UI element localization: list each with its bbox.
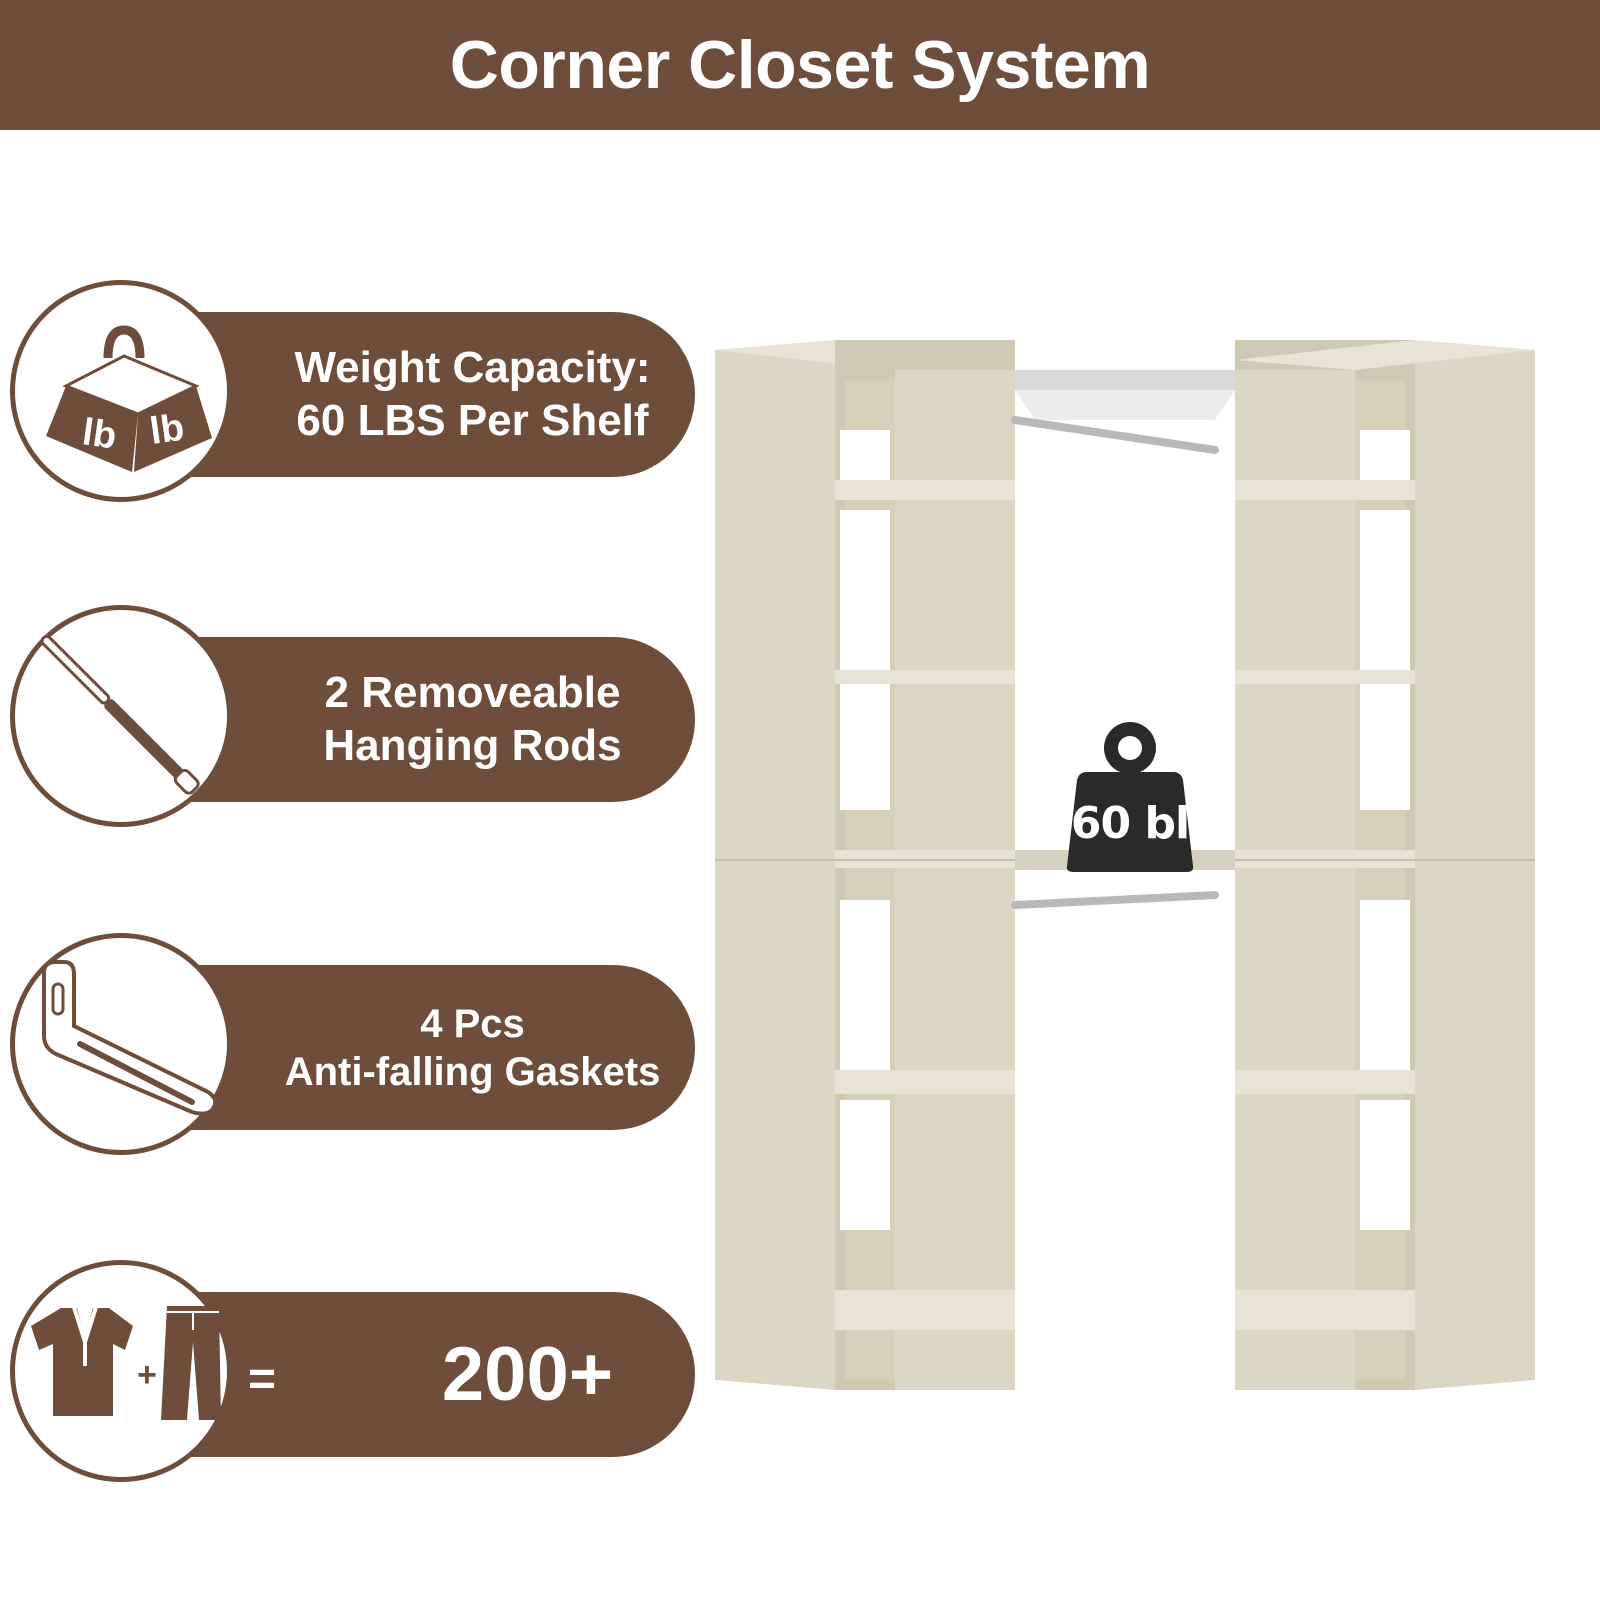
shirt-plus-pants-icon: + [31,1303,221,1420]
weight-badge: 60 bl [1065,720,1195,875]
lower-hanging-rod [1011,891,1219,909]
svg-text:+: + [137,1356,157,1394]
feature-icon-circle: + [10,1260,232,1482]
feature-pill: 200+ [130,1292,695,1457]
shirt-icon [31,1303,133,1416]
title-banner: Corner Closet System [0,0,1600,130]
svg-text:lb: lb [147,407,186,453]
feature-icon-circle [10,605,232,827]
right-tower [1235,340,1535,1390]
hanging-rod-icon [40,634,200,795]
feature-clothes-capacity: + = 200+ [10,1260,695,1490]
feature-weight-capacity: lb lb Weight Capacity: 60 LBS Per Shelf [10,280,695,510]
left-tower [715,340,1015,1390]
svg-text:lb: lb [80,411,119,457]
corner-closet-illustration [715,340,1535,1390]
upper-hanging-rod [1011,416,1219,454]
feature-text: 4 Pcs Anti-falling Gaskets [284,1001,661,1094]
weight-badge-label: 60 bl [1070,798,1190,849]
feature-hanging-rods: 2 Removeable Hanging Rods [10,605,695,835]
weight-lb-icon: lb lb [46,325,212,472]
feature-icon-circle [10,933,232,1155]
feature-text: Weight Capacity: 60 LBS Per Shelf [294,342,651,445]
feature-text: 2 Removeable Hanging Rods [323,667,622,770]
equals-sign: = [248,1353,277,1406]
capacity-value: 200+ [441,1331,614,1417]
feature-anti-falling-gaskets: 4 Pcs Anti-falling Gaskets [10,933,695,1163]
feature-icon-circle: lb lb [10,280,232,502]
kettlebell-weight-icon [1066,722,1194,872]
l-bracket-icon [42,960,218,1116]
page-title: Corner Closet System [449,27,1151,103]
pants-icon [161,1306,221,1420]
